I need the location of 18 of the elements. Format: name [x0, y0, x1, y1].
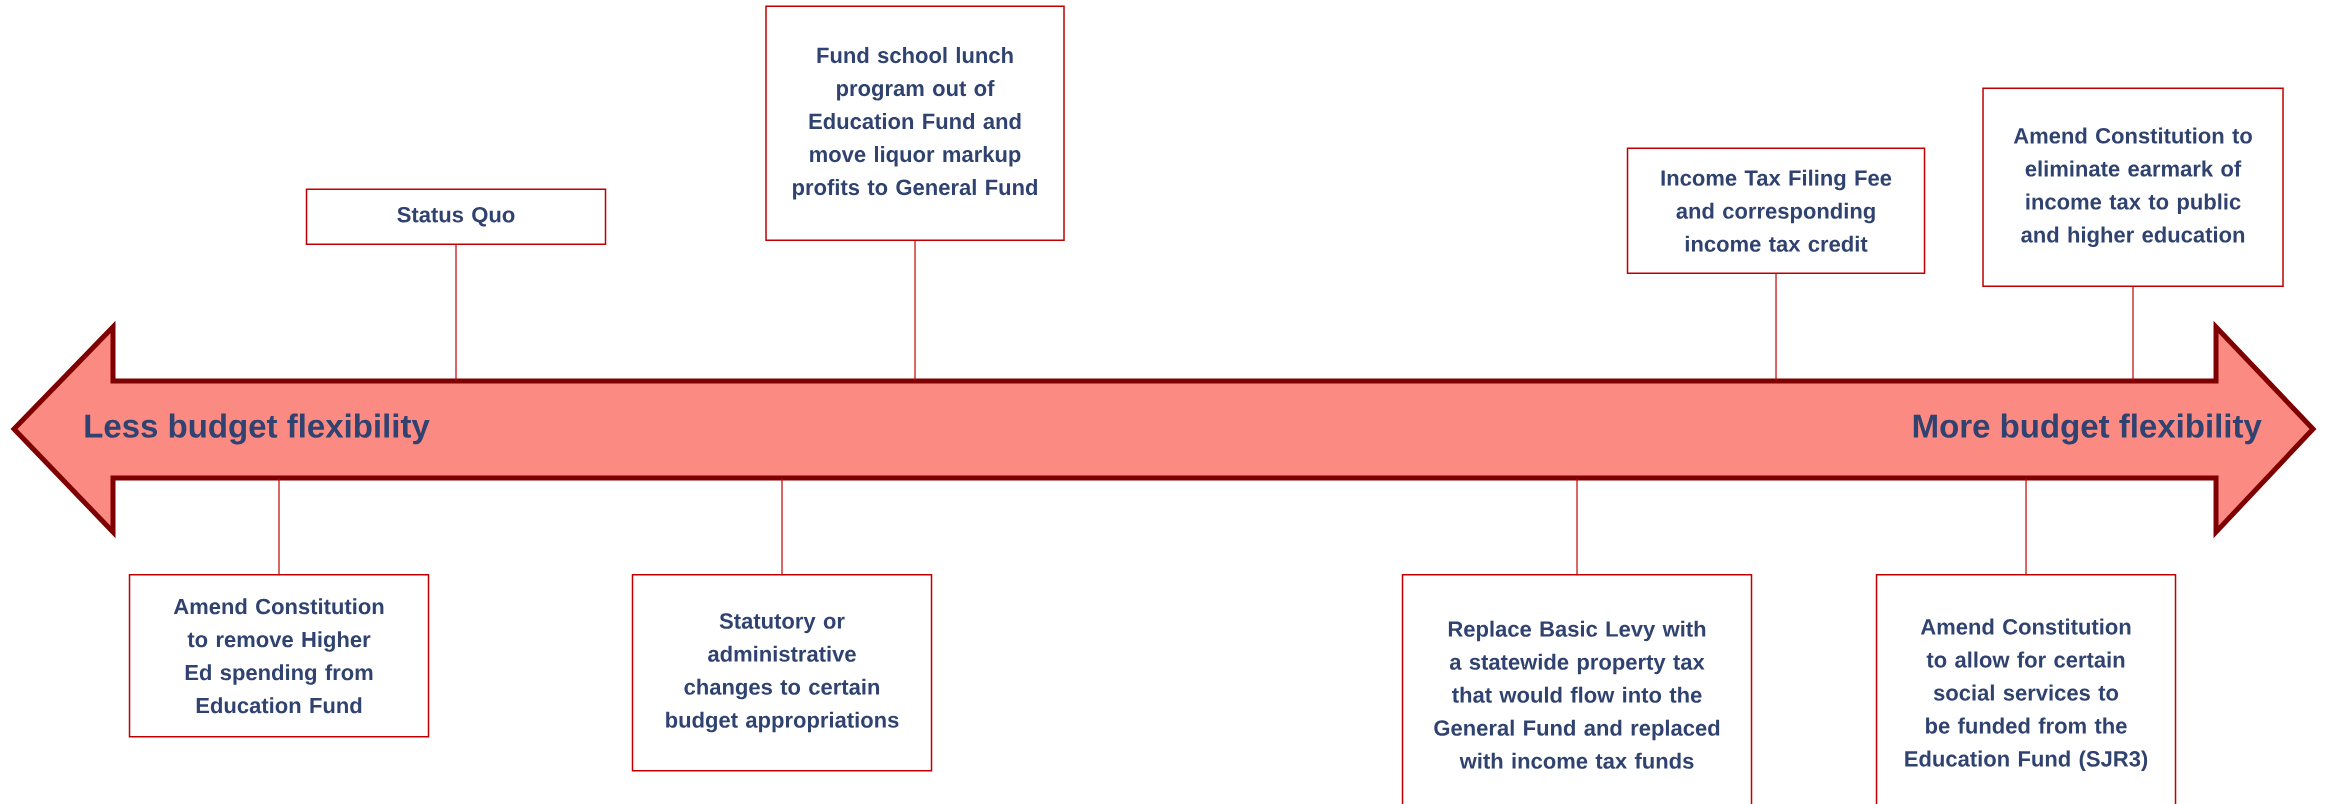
- leader-line: [455, 244, 457, 382]
- leader-line: [278, 477, 280, 575]
- text-box: Fund school lunch program out of Education Fund and move liquor markup profits to General Fund: [765, 5, 1065, 241]
- leader-line: [2025, 477, 2027, 575]
- leader-line: [1576, 477, 1578, 575]
- text-box: Income Tax Filing Fee and corresponding income tax credit: [1626, 147, 1926, 274]
- text-box: Amend Constitution to remove Higher Ed spending from Education Fund: [128, 574, 430, 738]
- text-box: Statutory or administrative changes to certain budget appropriations: [631, 574, 933, 772]
- leader-line: [781, 477, 783, 575]
- leader-line: [1775, 273, 1777, 382]
- arrow-label: Less budget flexibility: [85, 413, 430, 445]
- text-box: Amend Constitution to eliminate earmark of income tax to public and higher education: [1982, 87, 2284, 287]
- leader-line: [2132, 286, 2134, 382]
- leader-line: [914, 240, 916, 382]
- text-box: Replace Basic Levy with a statewide property tax that would flow into the General Fund and replaced with income tax funds: [1401, 574, 1753, 804]
- text-box: Status Quo: [305, 188, 607, 245]
- arrow-label: More budget flexibility: [1913, 413, 2262, 445]
- text-box: Amend Constitution to allow for certain social services to be funded from the Education Fund (SJR3): [1875, 574, 2177, 804]
